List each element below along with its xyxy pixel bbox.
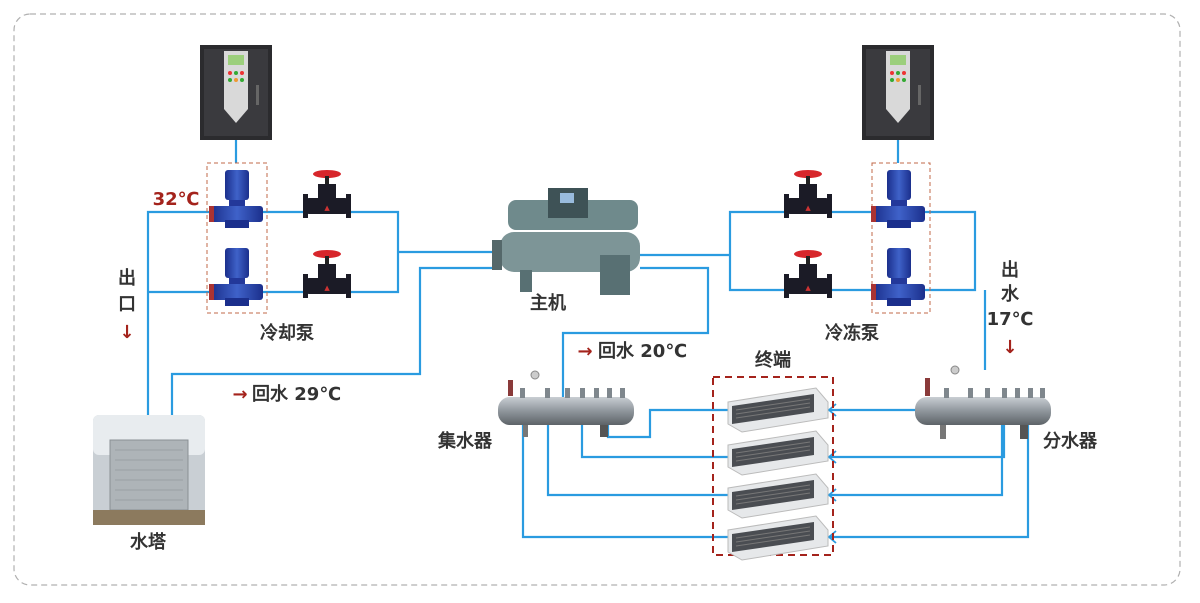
- fan-coil-unit-icon: [727, 430, 829, 476]
- return-20-label: 回水 20℃: [598, 340, 687, 362]
- arrow-right-icon: →: [577, 341, 592, 362]
- return-29-label: 回水 29℃: [252, 383, 341, 405]
- terminal-group-box: [712, 376, 834, 556]
- arrow-down-icon: ↓: [1002, 337, 1017, 358]
- valve-icon: [784, 170, 832, 218]
- chilled-pump-icon: [871, 170, 925, 228]
- chiller-icon: [492, 188, 640, 295]
- pipes: [146, 140, 1030, 544]
- outer-border: [13, 13, 1181, 586]
- arrow-down-icon: ↓: [119, 322, 134, 343]
- distributor-label: 分水器: [1043, 430, 1098, 452]
- right-control-cabinet: [862, 45, 934, 140]
- outlet-right-label-2: 水: [1001, 283, 1020, 305]
- outlet-right-label-1: 出: [1001, 259, 1019, 281]
- cooling-tower-image: [93, 415, 205, 525]
- chilled-pump-group-box: [871, 162, 931, 314]
- arrow-right-icon: →: [232, 384, 247, 405]
- cooling-pump-group-box: [206, 162, 268, 314]
- chilled-pump-label: 冷冻泵: [825, 322, 879, 344]
- valve-icon: [303, 170, 351, 218]
- outlet-left-label-2: 口: [118, 294, 136, 315]
- cooling-pump-icon: [209, 248, 263, 306]
- collector-label: 集水器: [437, 430, 493, 452]
- fan-coil-unit-icon: [727, 515, 829, 561]
- fan-coil-unit-icon: [727, 473, 829, 519]
- water-distributor-icon: [915, 365, 1051, 439]
- chiller-label: 主机: [530, 292, 566, 314]
- left-control-cabinet: [200, 45, 272, 140]
- tower-label: 水塔: [130, 531, 167, 553]
- outlet-right-temp: 17℃: [987, 309, 1034, 330]
- chilled-pump-icon: [871, 248, 925, 306]
- temp-32-label: 32℃: [153, 189, 200, 210]
- valve-icon: [784, 250, 832, 298]
- terminal-label: 终端: [755, 349, 791, 371]
- outlet-left-label-1: 出: [118, 267, 136, 289]
- valve-icon: [303, 250, 351, 298]
- cooling-pump-icon: [209, 170, 263, 228]
- fan-coil-unit-icon: [727, 387, 829, 433]
- cooling-pump-label: 冷却泵: [260, 322, 314, 344]
- water-collector-icon: [498, 370, 634, 437]
